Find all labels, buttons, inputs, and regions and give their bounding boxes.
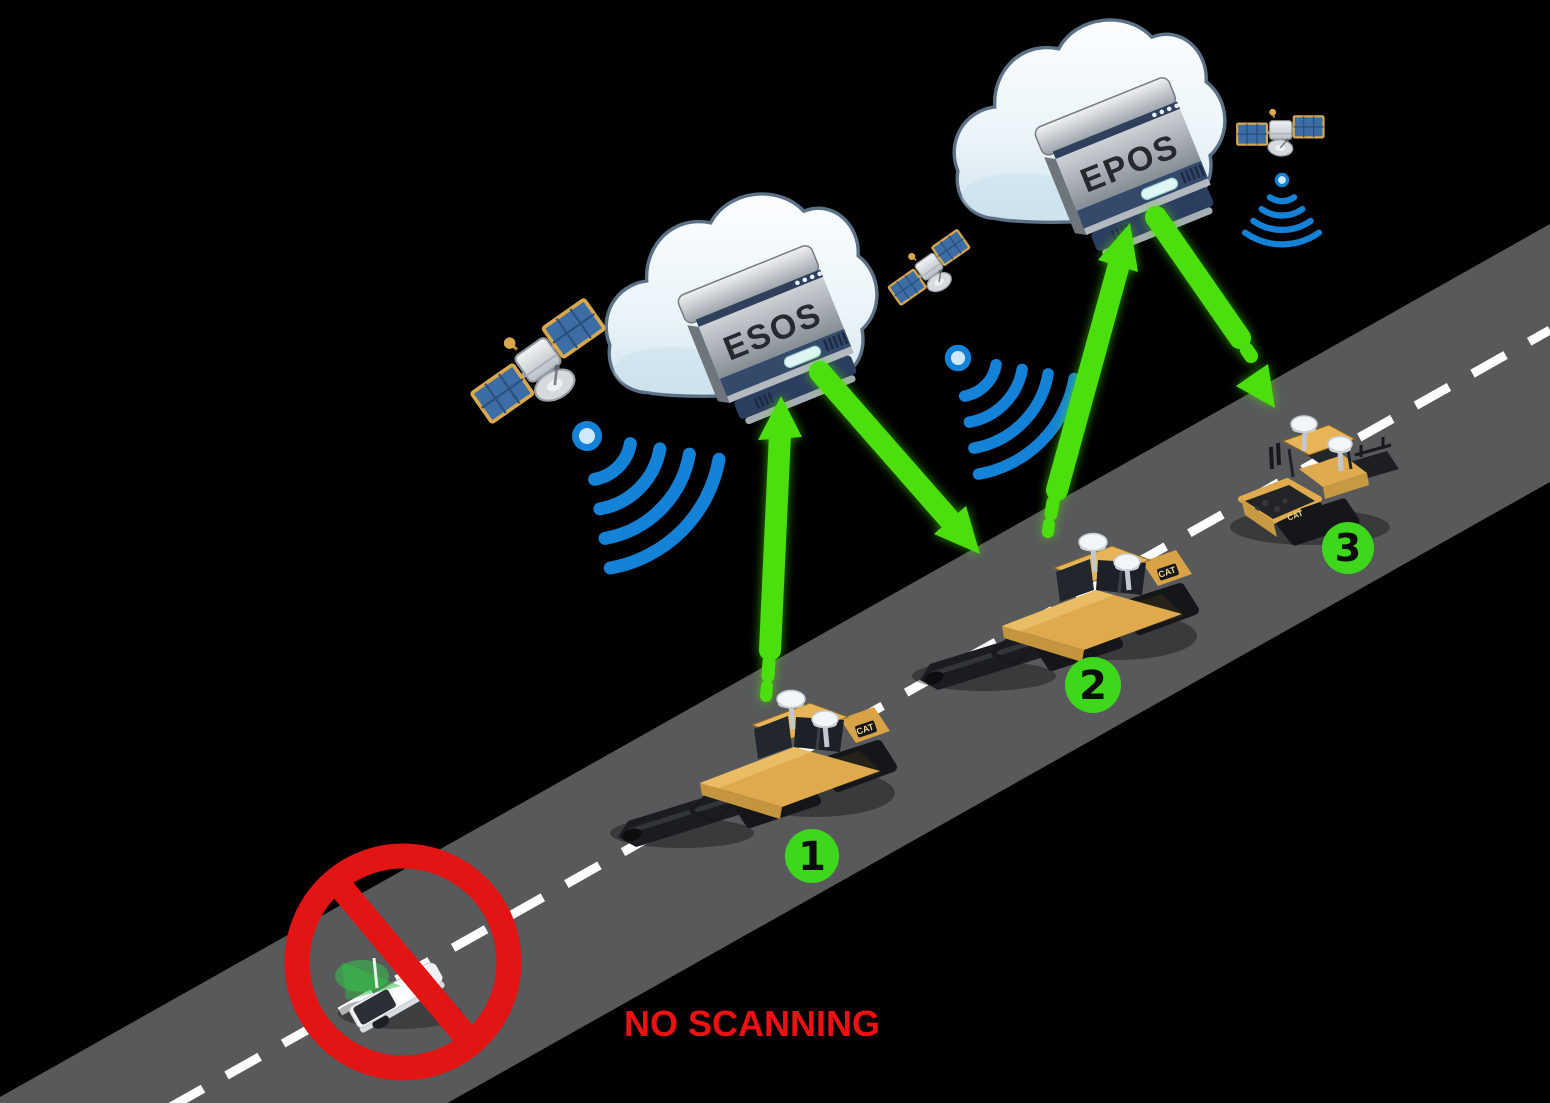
arrow-machine1-to-esos [758,396,802,702]
road-centerline [168,326,1550,1103]
server-epos: EPOS [1032,74,1222,265]
machine-1-badge: 1 [785,829,839,883]
server-esos: ESOS [675,242,865,433]
arrow-esos-to-machine2 [809,361,980,554]
arrow-epos-to-machine3 [1145,206,1275,408]
prohibition-icon [284,843,522,1081]
arrow-machine2-to-epos [1042,223,1138,538]
data-flow-arrows [758,206,1275,702]
badge-number-2: 2 [1079,663,1107,709]
machine-3 [1230,415,1399,546]
badge-number-3: 3 [1335,526,1361,570]
machine-3-badge: 3 [1322,522,1374,574]
machine-2-badge: 2 [1065,657,1121,713]
no-scanning-label: NO SCANNING [624,1003,880,1044]
machine-number-badges: 1 2 3 [785,522,1374,883]
badge-number-1: 1 [798,834,826,880]
scan-cone [335,957,401,1000]
